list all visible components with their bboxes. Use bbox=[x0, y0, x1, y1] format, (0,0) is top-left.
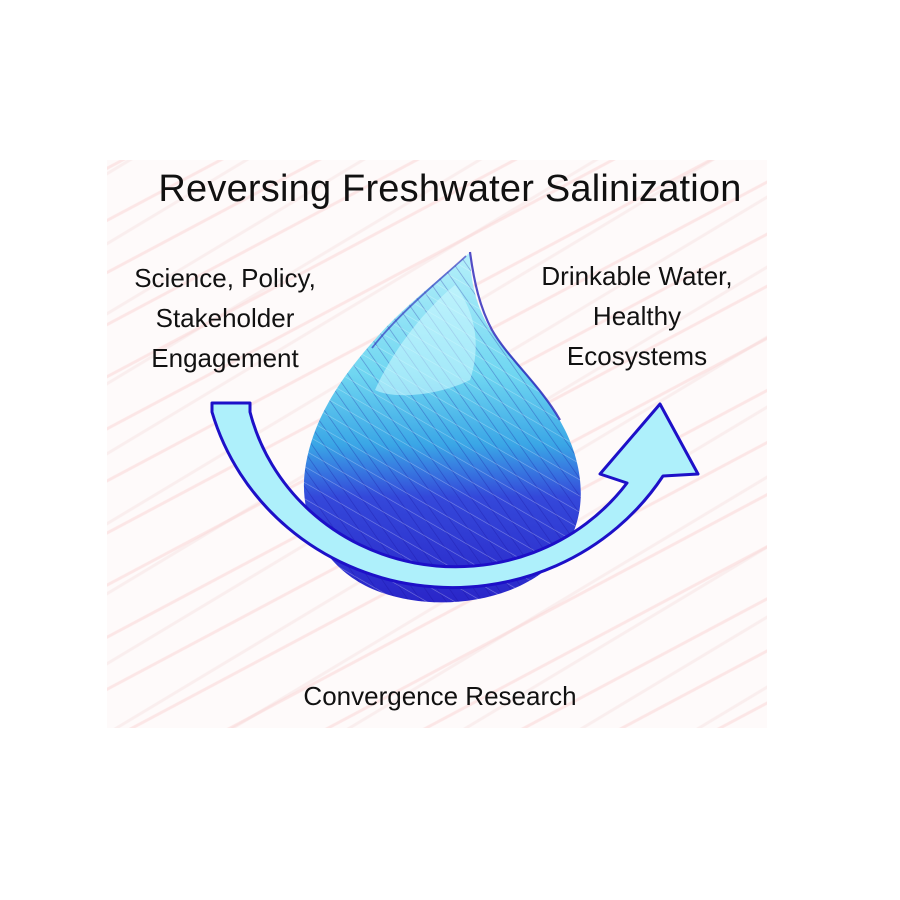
diagram-title: Reversing Freshwater Salinization bbox=[158, 168, 742, 210]
label-drinkable-water: Drinkable Water, Healthy Ecosystems bbox=[541, 261, 733, 371]
convergence-arrow-icon bbox=[210, 401, 700, 590]
water-drop-icon bbox=[303, 251, 581, 603]
label-science-policy: Science, Policy, Stakeholder Engagement bbox=[134, 263, 316, 373]
label-convergence-research: Convergence Research bbox=[303, 681, 577, 711]
